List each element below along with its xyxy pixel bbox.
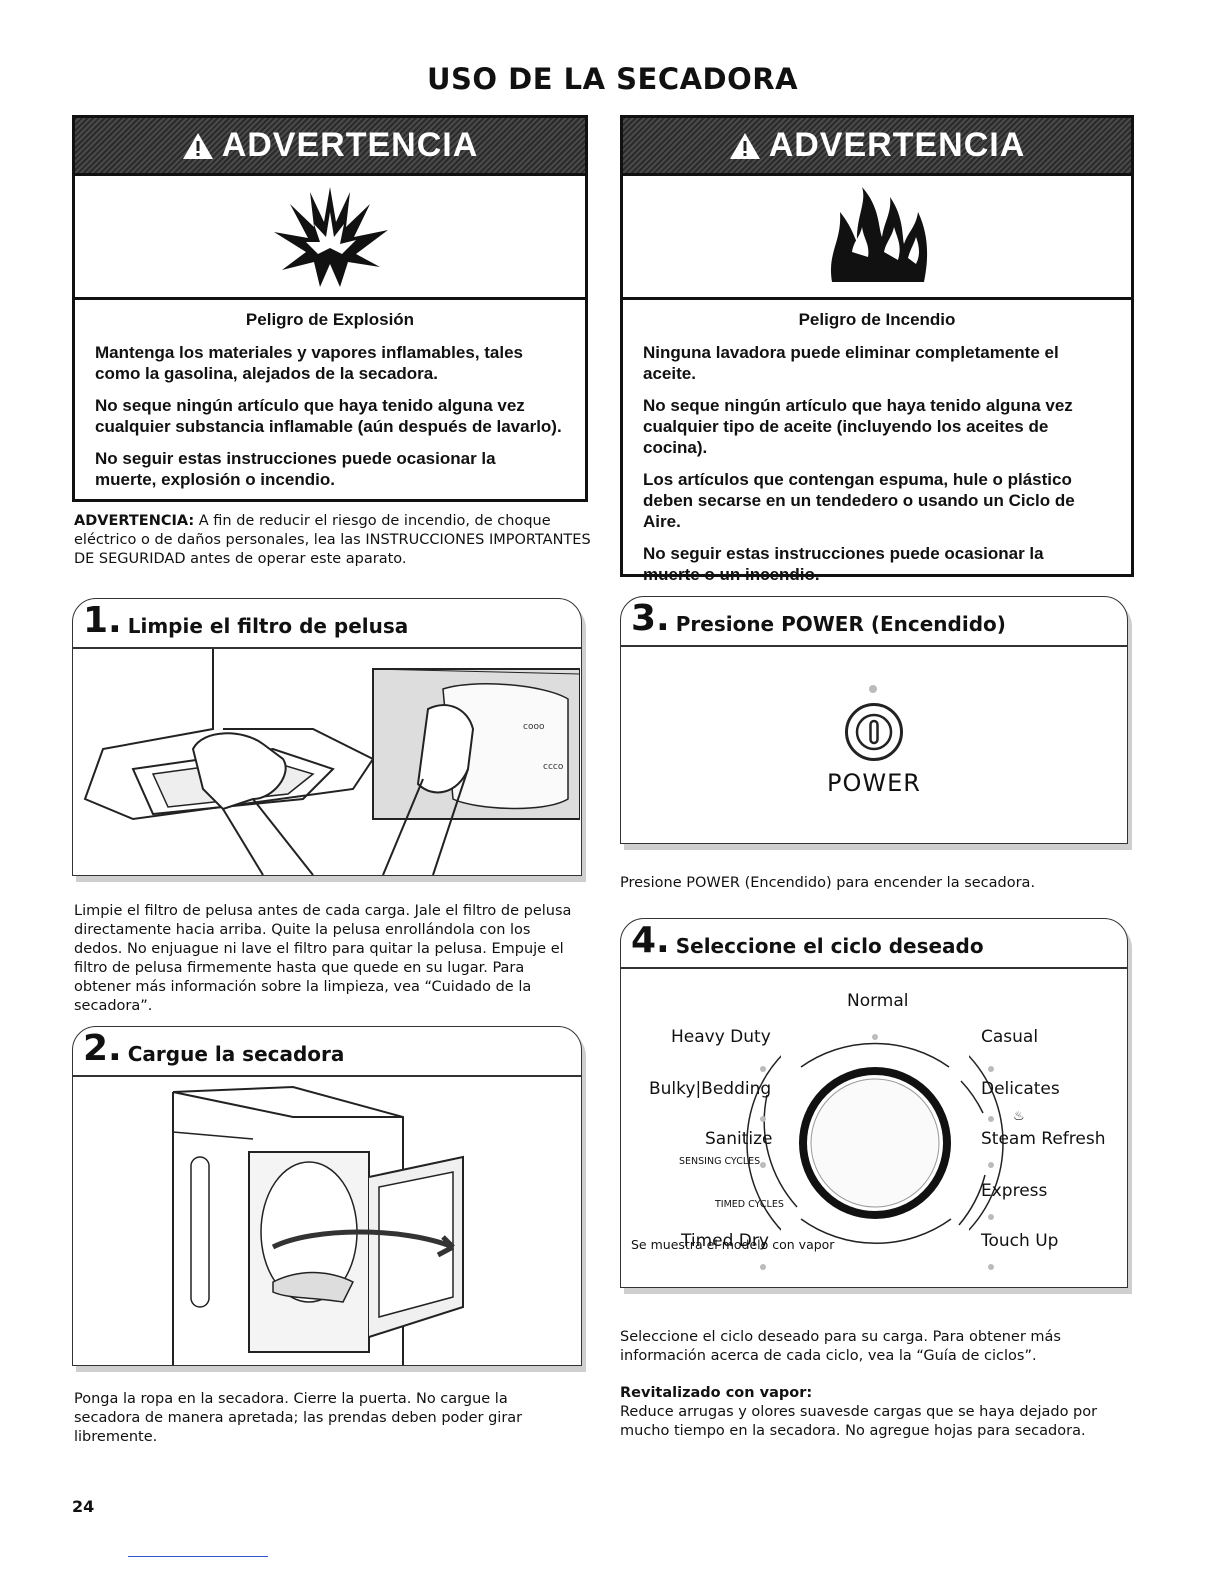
- warning-heading: Peligro de Incendio: [798, 310, 956, 329]
- warning-header-label: ADVERTENCIA: [768, 126, 1026, 164]
- warning-paragraph: Los artículos que contengan espuma, hule…: [643, 470, 1075, 531]
- step-3-description: Presione POWER (Encendido) para encender…: [620, 875, 1036, 891]
- step-1-card: 1. Limpie el filtro de pelusa cooo ccco: [72, 598, 582, 876]
- step-2-number: 2.: [83, 1028, 122, 1069]
- timed-cycles-label: TIMED CYCLES: [715, 1199, 784, 1210]
- fire-icon: [830, 186, 928, 282]
- step-2-description: Ponga la ropa en la secadora. Cierre la …: [74, 1391, 523, 1445]
- footer-line: [128, 1556, 268, 1557]
- fire-pictogram: [623, 176, 1131, 300]
- power-icon: [855, 713, 893, 751]
- cycle-touch-up[interactable]: Touch Up: [981, 1231, 1059, 1251]
- step-1-title: Limpie el filtro de pelusa: [127, 614, 409, 638]
- power-indicator-light: [869, 685, 877, 693]
- cycle-steam-refresh[interactable]: Steam Refresh: [981, 1129, 1106, 1149]
- cycle-delicates[interactable]: Delicates: [981, 1079, 1060, 1099]
- step-3-number: 3.: [631, 598, 670, 639]
- svg-text:ccco: ccco: [543, 762, 564, 772]
- warning-header: ADVERTENCIA: [75, 118, 585, 176]
- cycle-timed-dry[interactable]: Timed Dry: [681, 1231, 769, 1251]
- cycle-dial-panel: Normal Heavy Duty Bulky|Bedding Sanitize…: [621, 969, 1127, 1287]
- cycle-heavy-duty[interactable]: Heavy Duty: [671, 1027, 771, 1047]
- cycle-bulky-bedding[interactable]: Bulky|Bedding: [649, 1079, 772, 1099]
- warning-header-label: ADVERTENCIA: [221, 126, 479, 164]
- step-1-number: 1.: [83, 600, 122, 641]
- cycle-dial-graphic: [746, 1009, 1004, 1277]
- steam-refresh-heading: Revitalizado con vapor:: [620, 1385, 813, 1401]
- sensing-cycles-label: SENSING CYCLES: [679, 1156, 761, 1167]
- steam-refresh-text: Reduce arrugas y olores suavesde cargas …: [620, 1404, 1098, 1439]
- warning-triangle-icon: [729, 132, 760, 159]
- warning-triangle-icon: [182, 132, 213, 159]
- page-title: USO DE LA SECADORA: [426, 62, 799, 96]
- step-1-illustration: cooo ccco: [73, 649, 581, 876]
- step-4-header: 4. Seleccione el ciclo deseado: [621, 919, 1127, 969]
- steam-refresh-section: Revitalizado con vapor: Reduce arrugas y…: [620, 1384, 1120, 1441]
- warning-box-fire: ADVERTENCIA Peligro de Incendio Ninguna …: [620, 115, 1134, 584]
- warning-paragraph: No seguir estas instrucciones puede ocas…: [95, 449, 496, 489]
- steam-icon: ♨: [1013, 1109, 1025, 1124]
- warning-paragraph: No seque ningún artículo que haya tenido…: [643, 396, 1073, 457]
- warning-paragraph: No seque ningún artículo que haya tenido…: [95, 396, 562, 436]
- step-3-header: 3. Presione POWER (Encendido): [621, 597, 1127, 647]
- step-2-card: 2. Cargue la secadora: [72, 1026, 582, 1366]
- step-1-header: 1. Limpie el filtro de pelusa: [73, 599, 581, 649]
- step-2-illustration: [73, 1077, 581, 1365]
- lint-filter-illustration: cooo ccco: [83, 649, 581, 876]
- step-4-card: 4. Seleccione el ciclo deseado Normal H: [620, 918, 1128, 1288]
- warning-header: ADVERTENCIA: [623, 118, 1131, 176]
- step-2-title: Cargue la secadora: [127, 1042, 345, 1066]
- cycle-express[interactable]: Express: [981, 1181, 1048, 1201]
- step-3-card: 3. Presione POWER (Encendido) POWER: [620, 596, 1128, 844]
- dial-caption: Se muestra el modelo con vapor: [631, 1237, 835, 1252]
- warning-paragraph: No seguir estas instrucciones puede ocas…: [643, 544, 1044, 584]
- power-button[interactable]: [845, 703, 903, 761]
- cycle-sanitize[interactable]: Sanitize: [705, 1129, 773, 1149]
- advertencia-note-text: A fin de reducir el riesgo de incendio, …: [74, 513, 591, 567]
- page-number: 24: [72, 1497, 95, 1516]
- step-3-body: POWER: [621, 647, 1127, 843]
- step-4-description: Seleccione el ciclo deseado para su carg…: [620, 1329, 1061, 1364]
- explosion-icon: [274, 186, 388, 287]
- advertencia-note: ADVERTENCIA: A fin de reducir el riesgo …: [74, 512, 594, 569]
- warning-paragraph: Mantenga los materiales y vapores inflam…: [95, 343, 524, 383]
- cycle-casual[interactable]: Casual: [981, 1027, 1039, 1047]
- step-4-title: Seleccione el ciclo deseado: [675, 934, 984, 958]
- warning-heading: Peligro de Explosión: [245, 310, 415, 329]
- svg-text:cooo: cooo: [523, 722, 545, 732]
- power-label: POWER: [827, 769, 921, 797]
- cycle-normal[interactable]: Normal: [847, 991, 909, 1011]
- step-4-number: 4.: [631, 920, 670, 961]
- warning-box-explosion: ADVERTENCIA Peligro de Explosión Manteng…: [72, 115, 588, 502]
- step-3-title: Presione POWER (Encendido): [675, 612, 1006, 636]
- step-2-header: 2. Cargue la secadora: [73, 1027, 581, 1077]
- warning-paragraph: Ninguna lavadora puede eliminar completa…: [643, 343, 1059, 383]
- step-1-description: Limpie el filtro de pelusa antes de cada…: [74, 903, 572, 1014]
- dryer-loading-illustration: [172, 1085, 464, 1365]
- advertencia-note-label: ADVERTENCIA:: [74, 513, 195, 529]
- explosion-pictogram: [75, 176, 585, 300]
